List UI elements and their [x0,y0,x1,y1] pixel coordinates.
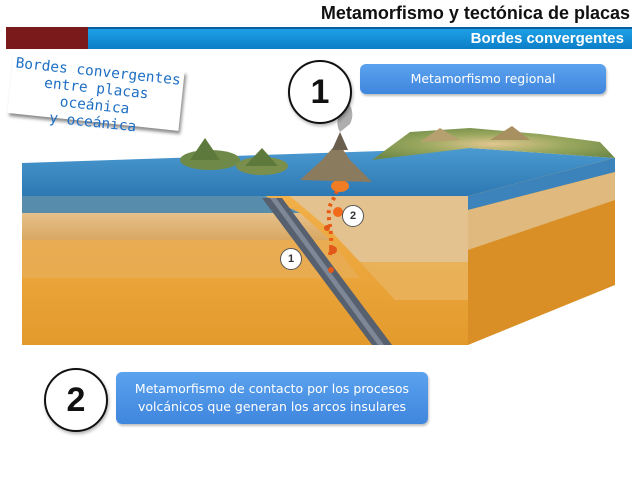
ocean-water-front [22,196,300,213]
callout-number-2: 2 [44,368,108,432]
diagram-label-2: 2 [342,205,364,227]
callout-line: volcánicos que generan los arcos insular… [116,398,428,416]
callout-label-1: Metamorfismo regional [360,64,606,94]
callout-number-1: 1 [288,60,352,124]
callout-label-2: Metamorfismo de contacto por los proceso… [116,372,428,424]
volcano-cone [332,132,348,150]
callout-line: Metamorfismo de contacto por los proceso… [116,380,428,398]
diagram-label-1: 1 [280,248,302,270]
